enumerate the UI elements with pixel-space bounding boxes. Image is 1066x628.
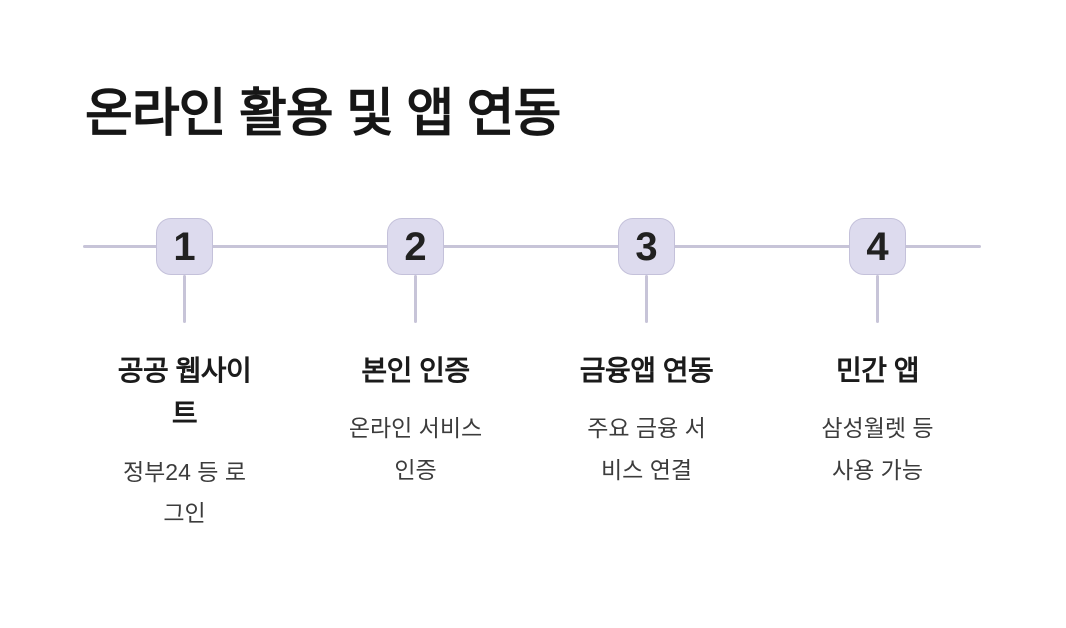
step-connector-line [645,275,648,323]
step-number: 4 [866,224,889,269]
step-title-line: 트 [171,398,198,430]
step-description-line: 그인 [163,500,206,527]
step-description-line: 비스 연결 [600,456,693,483]
step-number: 1 [173,224,196,269]
step-connector-line [414,275,417,323]
step-description-line: 삼성월렛 등 [821,415,934,442]
step-description-line: 정부24 등 로 [122,458,246,485]
step-number: 3 [635,224,658,269]
step-number-badge: 4 [849,218,906,275]
step-connector-line [183,275,186,323]
step-description-line: 인증 [394,456,437,483]
step-title-line: 본인 인증 [361,355,470,386]
step-number-badge: 1 [156,218,213,275]
step-number-badge: 2 [387,218,444,275]
step-connector-line [876,275,879,323]
step-title-line: 민간 앱 [835,355,920,386]
step-description-line: 주요 금융 서 [587,415,706,442]
step-number: 2 [404,224,427,269]
step-title: 금융앱 연동 [580,349,714,392]
step-description-line: 사용 가능 [831,456,923,483]
step-title: 본인 인증 [361,349,470,392]
step-title-line: 금융앱 연동 [579,355,714,386]
step-title-line: 공공 웹사이 [117,355,252,386]
timeline-axis-line [83,245,981,248]
page-title: 온라인 활용 및 앱 연동 [85,85,561,143]
step-title: 민간 앱 [835,349,920,392]
step-description-line: 온라인 서비스 [348,415,483,442]
step-number-badge: 3 [618,218,675,275]
